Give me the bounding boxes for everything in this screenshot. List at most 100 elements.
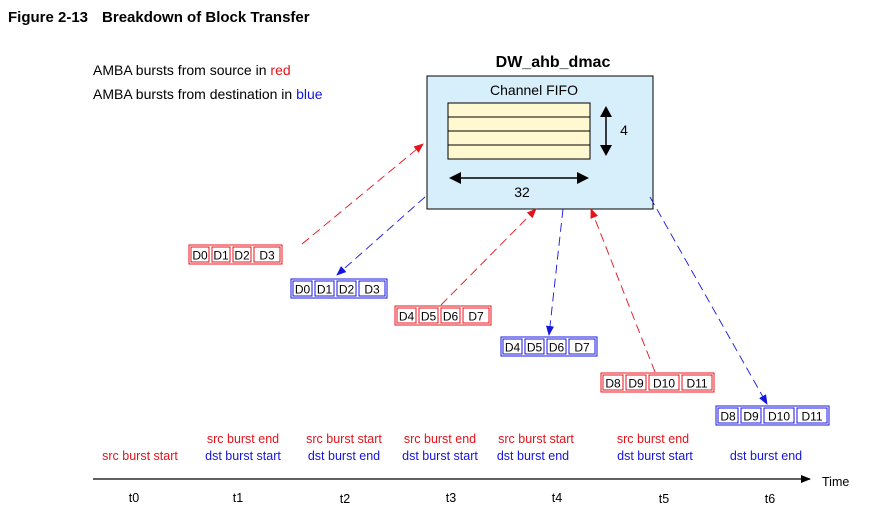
fifo-width-arrow-right: [577, 172, 589, 184]
fifo-slot: [447, 102, 591, 118]
burst-cell-label: D0: [295, 283, 311, 297]
burst-cell-label: D8: [605, 377, 621, 391]
burst-cell: [763, 407, 795, 424]
figure-title: Figure 2-13 Breakdown of Block Transfer: [8, 9, 310, 26]
fifo-slot: [447, 116, 591, 132]
burst-cell-label: D10: [768, 410, 790, 424]
source-burst-arrow: [440, 208, 537, 306]
time-tick-label: t4: [552, 491, 562, 505]
legend-source: AMBA bursts from source in red: [93, 62, 291, 78]
burst-cell: [314, 280, 335, 297]
burst-cell-label: D3: [259, 249, 275, 263]
burst-cell-label: D7: [468, 310, 484, 324]
burst-arrows: [301, 143, 768, 405]
burst-cell: [292, 280, 313, 297]
destination-burst-d8-d11: D8 D9 D10 D11: [715, 405, 830, 426]
event-label: src burst start: [498, 432, 574, 446]
burst-cell: [625, 374, 647, 391]
burst-cell: [502, 338, 523, 355]
burst-cell-label: D9: [628, 377, 644, 391]
burst-cell-label: D7: [574, 341, 590, 355]
burst-cell-label: D11: [801, 410, 822, 424]
burst-cell-label: D1: [213, 249, 229, 263]
fifo-depth-value: 4: [620, 122, 628, 138]
event-label: src burst start: [102, 449, 178, 463]
fifo-slots: [447, 102, 591, 160]
burst-cell: [190, 246, 210, 263]
burst-cell: [681, 374, 713, 391]
burst-cell-label: D0: [192, 249, 208, 263]
time-tick-label: t6: [765, 492, 775, 506]
event-label: src burst end: [617, 432, 689, 446]
time-tick-label: t3: [446, 491, 456, 505]
burst-cell: [211, 246, 231, 263]
destination-burst-arrow: [336, 196, 426, 276]
burst-cell-label: D11: [686, 377, 707, 391]
channel-fifo-label: Channel FIFO: [490, 82, 578, 98]
event-label: dst burst start: [617, 449, 693, 463]
figure-caption: Breakdown of Block Transfer: [102, 9, 310, 26]
legend-destination: AMBA bursts from destination in blue: [93, 86, 323, 102]
legend-source-text: AMBA bursts from source in: [93, 62, 270, 78]
event-label: dst burst end: [497, 449, 569, 463]
burst-cell: [440, 307, 461, 324]
source-burst-d8-d11: D8 D9 D10 D11: [600, 372, 715, 393]
burst-cell: [602, 374, 624, 391]
burst-cell: [232, 246, 252, 263]
event-label: src burst start: [306, 432, 382, 446]
burst-cell: [524, 338, 545, 355]
burst-cell-label: D5: [527, 341, 543, 355]
burst-cell: [717, 407, 739, 424]
event-label: dst burst end: [308, 449, 380, 463]
destination-burst-d4-d7: D4 D5 D6 D7: [500, 336, 598, 357]
burst-cell-label: D2: [339, 283, 355, 297]
event-label: src burst end: [404, 432, 476, 446]
time-tick-label: t0: [129, 491, 139, 505]
fifo-depth-arrow-up: [600, 106, 612, 117]
event-label: src burst end: [207, 432, 279, 446]
figure-number: Figure 2-13: [8, 9, 89, 26]
fifo-slot: [447, 144, 591, 160]
event-label: dst burst start: [205, 449, 281, 463]
time-axis-label: Time: [822, 475, 849, 489]
burst-cell-label: D8: [720, 410, 736, 424]
time-tick-label: t2: [340, 492, 350, 506]
burst-cell-label: D4: [399, 310, 415, 324]
burst-cell: [796, 407, 828, 424]
burst-cell-label: D1: [317, 283, 333, 297]
burst-cell: [396, 307, 417, 324]
burst-cell: [648, 374, 680, 391]
legend-destination-color-word: blue: [296, 86, 323, 102]
burst-cell-label: D6: [443, 310, 459, 324]
burst-cell-label: D3: [364, 283, 380, 297]
burst-cell-label: D5: [421, 310, 437, 324]
source-burst-arrow: [590, 208, 656, 373]
time-tick-label: t5: [659, 492, 669, 506]
fifo-width-value: 32: [514, 184, 530, 200]
burst-cell: [358, 280, 386, 297]
event-label: dst burst end: [730, 449, 802, 463]
fifo-depth-arrow-down: [600, 145, 612, 156]
burst-cell: [336, 280, 357, 297]
burst-cell: [462, 307, 490, 324]
time-ticks: t0 t1 t2 t3 t4 t5 t6: [129, 491, 775, 506]
burst-cell: [253, 246, 281, 263]
burst-cell-label: D9: [743, 410, 759, 424]
burst-cell-label: D2: [234, 249, 250, 263]
burst-cell-label: D6: [549, 341, 565, 355]
destination-burst-arrow: [649, 196, 768, 405]
burst-cell: [740, 407, 762, 424]
time-tick-label: t1: [233, 491, 243, 505]
legend-source-color-word: red: [270, 62, 290, 78]
fifo-width-arrow-left: [449, 172, 461, 184]
burst-cell-label: D4: [505, 341, 521, 355]
burst-cell: [418, 307, 439, 324]
source-burst-d4-d7: D4 D5 D6 D7: [394, 305, 492, 326]
fifo-slot: [447, 130, 591, 146]
destination-burst-d0-d3: D0 D1 D2 D3: [290, 278, 388, 299]
burst-cell: [568, 338, 596, 355]
burst-cell-label: D10: [653, 377, 675, 391]
timeline-events: src burst start src burst end dst burst …: [102, 432, 802, 463]
destination-burst-arrow: [546, 208, 564, 336]
